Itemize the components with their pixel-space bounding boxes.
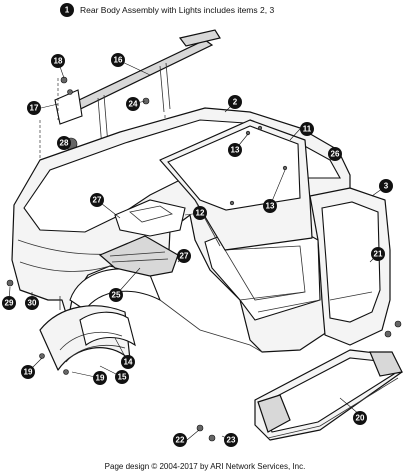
callout-17-label: 17 <box>30 104 39 113</box>
rear-bumper <box>254 349 403 441</box>
callout-28-label: 28 <box>60 139 69 148</box>
callout-22: 22 <box>173 433 187 447</box>
callout-24: 24 <box>126 97 140 111</box>
note-text: Rear Body Assembly with Lights includes … <box>80 5 274 15</box>
callout-29: 29 <box>2 296 16 310</box>
assembly-note: 1 Rear Body Assembly with Lights include… <box>60 3 274 17</box>
callout-24-label: 24 <box>129 100 138 109</box>
callout-13-upper: 13 <box>228 143 242 157</box>
callout-13-upper-label: 13 <box>231 146 240 155</box>
callout-25-label: 25 <box>112 291 121 300</box>
callout-27-left-label: 27 <box>93 196 102 205</box>
callout-13-lower-label: 13 <box>266 202 275 211</box>
callout-21-label: 21 <box>374 250 383 259</box>
callout-19-left-label: 19 <box>24 368 33 377</box>
callout-27-right: 27 <box>177 249 191 263</box>
callout-14-label: 14 <box>124 358 133 367</box>
callout-29-label: 29 <box>5 299 14 308</box>
callout-18: 18 <box>51 54 65 68</box>
callout-19-right: 19 <box>93 371 107 385</box>
callout-28: 28 <box>57 136 71 150</box>
callout-14: 14 <box>121 355 135 369</box>
callout-15: 15 <box>115 370 129 384</box>
callout-23-label: 23 <box>227 436 236 445</box>
callout-13-lower: 13 <box>263 199 277 213</box>
callout-15-label: 15 <box>118 373 127 382</box>
seat-back-panel <box>159 119 313 251</box>
callout-16-label: 16 <box>114 56 123 65</box>
callout-2: 2 <box>228 95 242 109</box>
callout-11-label: 11 <box>303 125 312 134</box>
callout-25: 25 <box>109 288 123 302</box>
callout-3-label: 3 <box>384 182 389 191</box>
callout-12: 12 <box>193 206 207 220</box>
callout-21: 21 <box>371 247 385 261</box>
callout-20-label: 20 <box>356 414 365 423</box>
callout-20: 20 <box>353 411 367 425</box>
callout-26: 26 <box>328 147 342 161</box>
callout-2-label: 2 <box>233 98 238 107</box>
callout-16: 16 <box>111 53 125 67</box>
callout-19-right-label: 19 <box>96 374 105 383</box>
callout-17: 17 <box>27 101 41 115</box>
callout-26-label: 26 <box>331 150 340 159</box>
callout-18-label: 18 <box>54 57 63 66</box>
callout-27-right-label: 27 <box>180 252 189 261</box>
callout-19-left: 19 <box>21 365 35 379</box>
callout-11: 11 <box>300 122 314 136</box>
callouts: 2 3 11 12 13 13 14 15 16 17 18 19 19 20 … <box>2 53 393 447</box>
callout-23: 23 <box>224 433 238 447</box>
copyright-footer: Page design © 2004-2017 by ARI Network S… <box>105 462 306 471</box>
rear-fender <box>39 305 136 371</box>
callout-30-label: 30 <box>28 299 37 308</box>
callout-3: 3 <box>379 179 393 193</box>
callout-27-left: 27 <box>90 193 104 207</box>
note-callout: 1 <box>65 6 70 15</box>
callout-30: 30 <box>25 296 39 310</box>
callout-22-label: 22 <box>176 436 185 445</box>
callout-12-label: 12 <box>196 209 205 218</box>
